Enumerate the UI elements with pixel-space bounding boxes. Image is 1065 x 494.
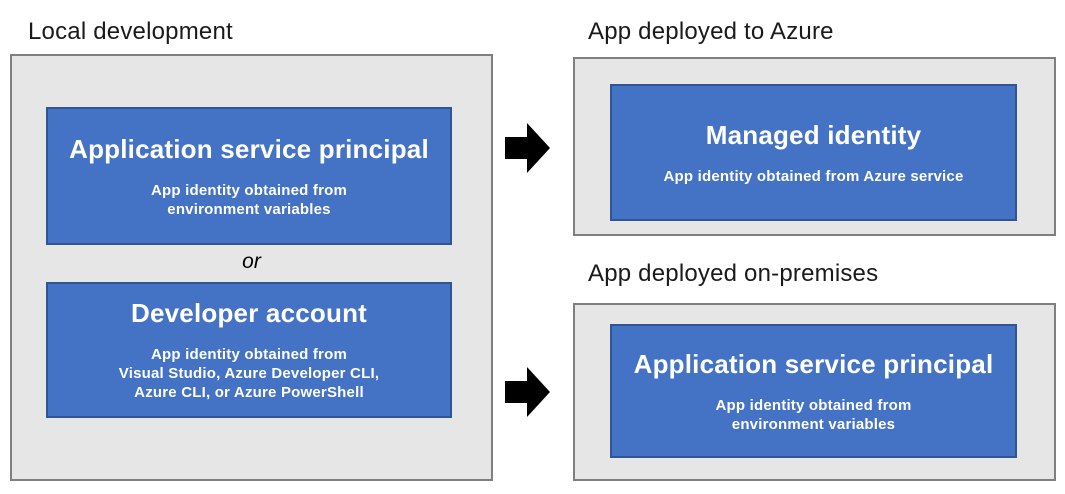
app-deployed-on-premises-heading: App deployed on-premises: [588, 260, 879, 287]
app-deployed-to-azure-heading: App deployed to Azure: [588, 18, 834, 45]
or-label: or: [242, 250, 261, 273]
developer-account-box: Developer account App identity obtained …: [46, 282, 452, 418]
local-development-heading: Local development: [28, 18, 233, 45]
application-service-principal-onprem-subtitle: App identity obtained from environment v…: [715, 396, 911, 434]
managed-identity-title: Managed identity: [705, 119, 922, 150]
developer-account-subtitle: App identity obtained from Visual Studio…: [119, 345, 379, 402]
app-deployed-on-premises-container: Application service principal App identi…: [573, 303, 1056, 481]
subtitle-line: App identity obtained from: [150, 181, 348, 199]
subtitle-line: Visual Studio, Azure Developer CLI,: [118, 365, 380, 382]
app-deployed-to-azure-container: Managed identity App identity obtained f…: [573, 57, 1056, 236]
application-service-principal-local-subtitle: App identity obtained from environment v…: [151, 181, 347, 219]
application-service-principal-local-box: Application service principal App identi…: [46, 107, 452, 245]
local-development-container: Application service principal App identi…: [10, 54, 493, 481]
application-service-principal-onprem-box: Application service principal App identi…: [610, 324, 1017, 458]
subtitle-line: environment variables: [731, 415, 896, 433]
managed-identity-box: Managed identity App identity obtained f…: [610, 84, 1017, 221]
right-arrow-icon-bottom: [505, 367, 550, 417]
right-arrow-icon-top: [505, 123, 550, 173]
subtitle-line: App identity obtained from: [715, 396, 912, 414]
application-service-principal-onprem-title: Application service principal: [633, 348, 994, 379]
developer-account-title: Developer account: [130, 298, 368, 328]
subtitle-line: environment variables: [167, 200, 331, 218]
managed-identity-subtitle: App identity obtained from Azure service: [664, 167, 964, 186]
subtitle-line: App identity obtained from Azure service: [663, 167, 964, 185]
subtitle-line: Azure CLI, or Azure PowerShell: [134, 384, 364, 401]
subtitle-line: App identity obtained from: [150, 346, 347, 363]
application-service-principal-local-title: Application service principal: [69, 133, 429, 164]
